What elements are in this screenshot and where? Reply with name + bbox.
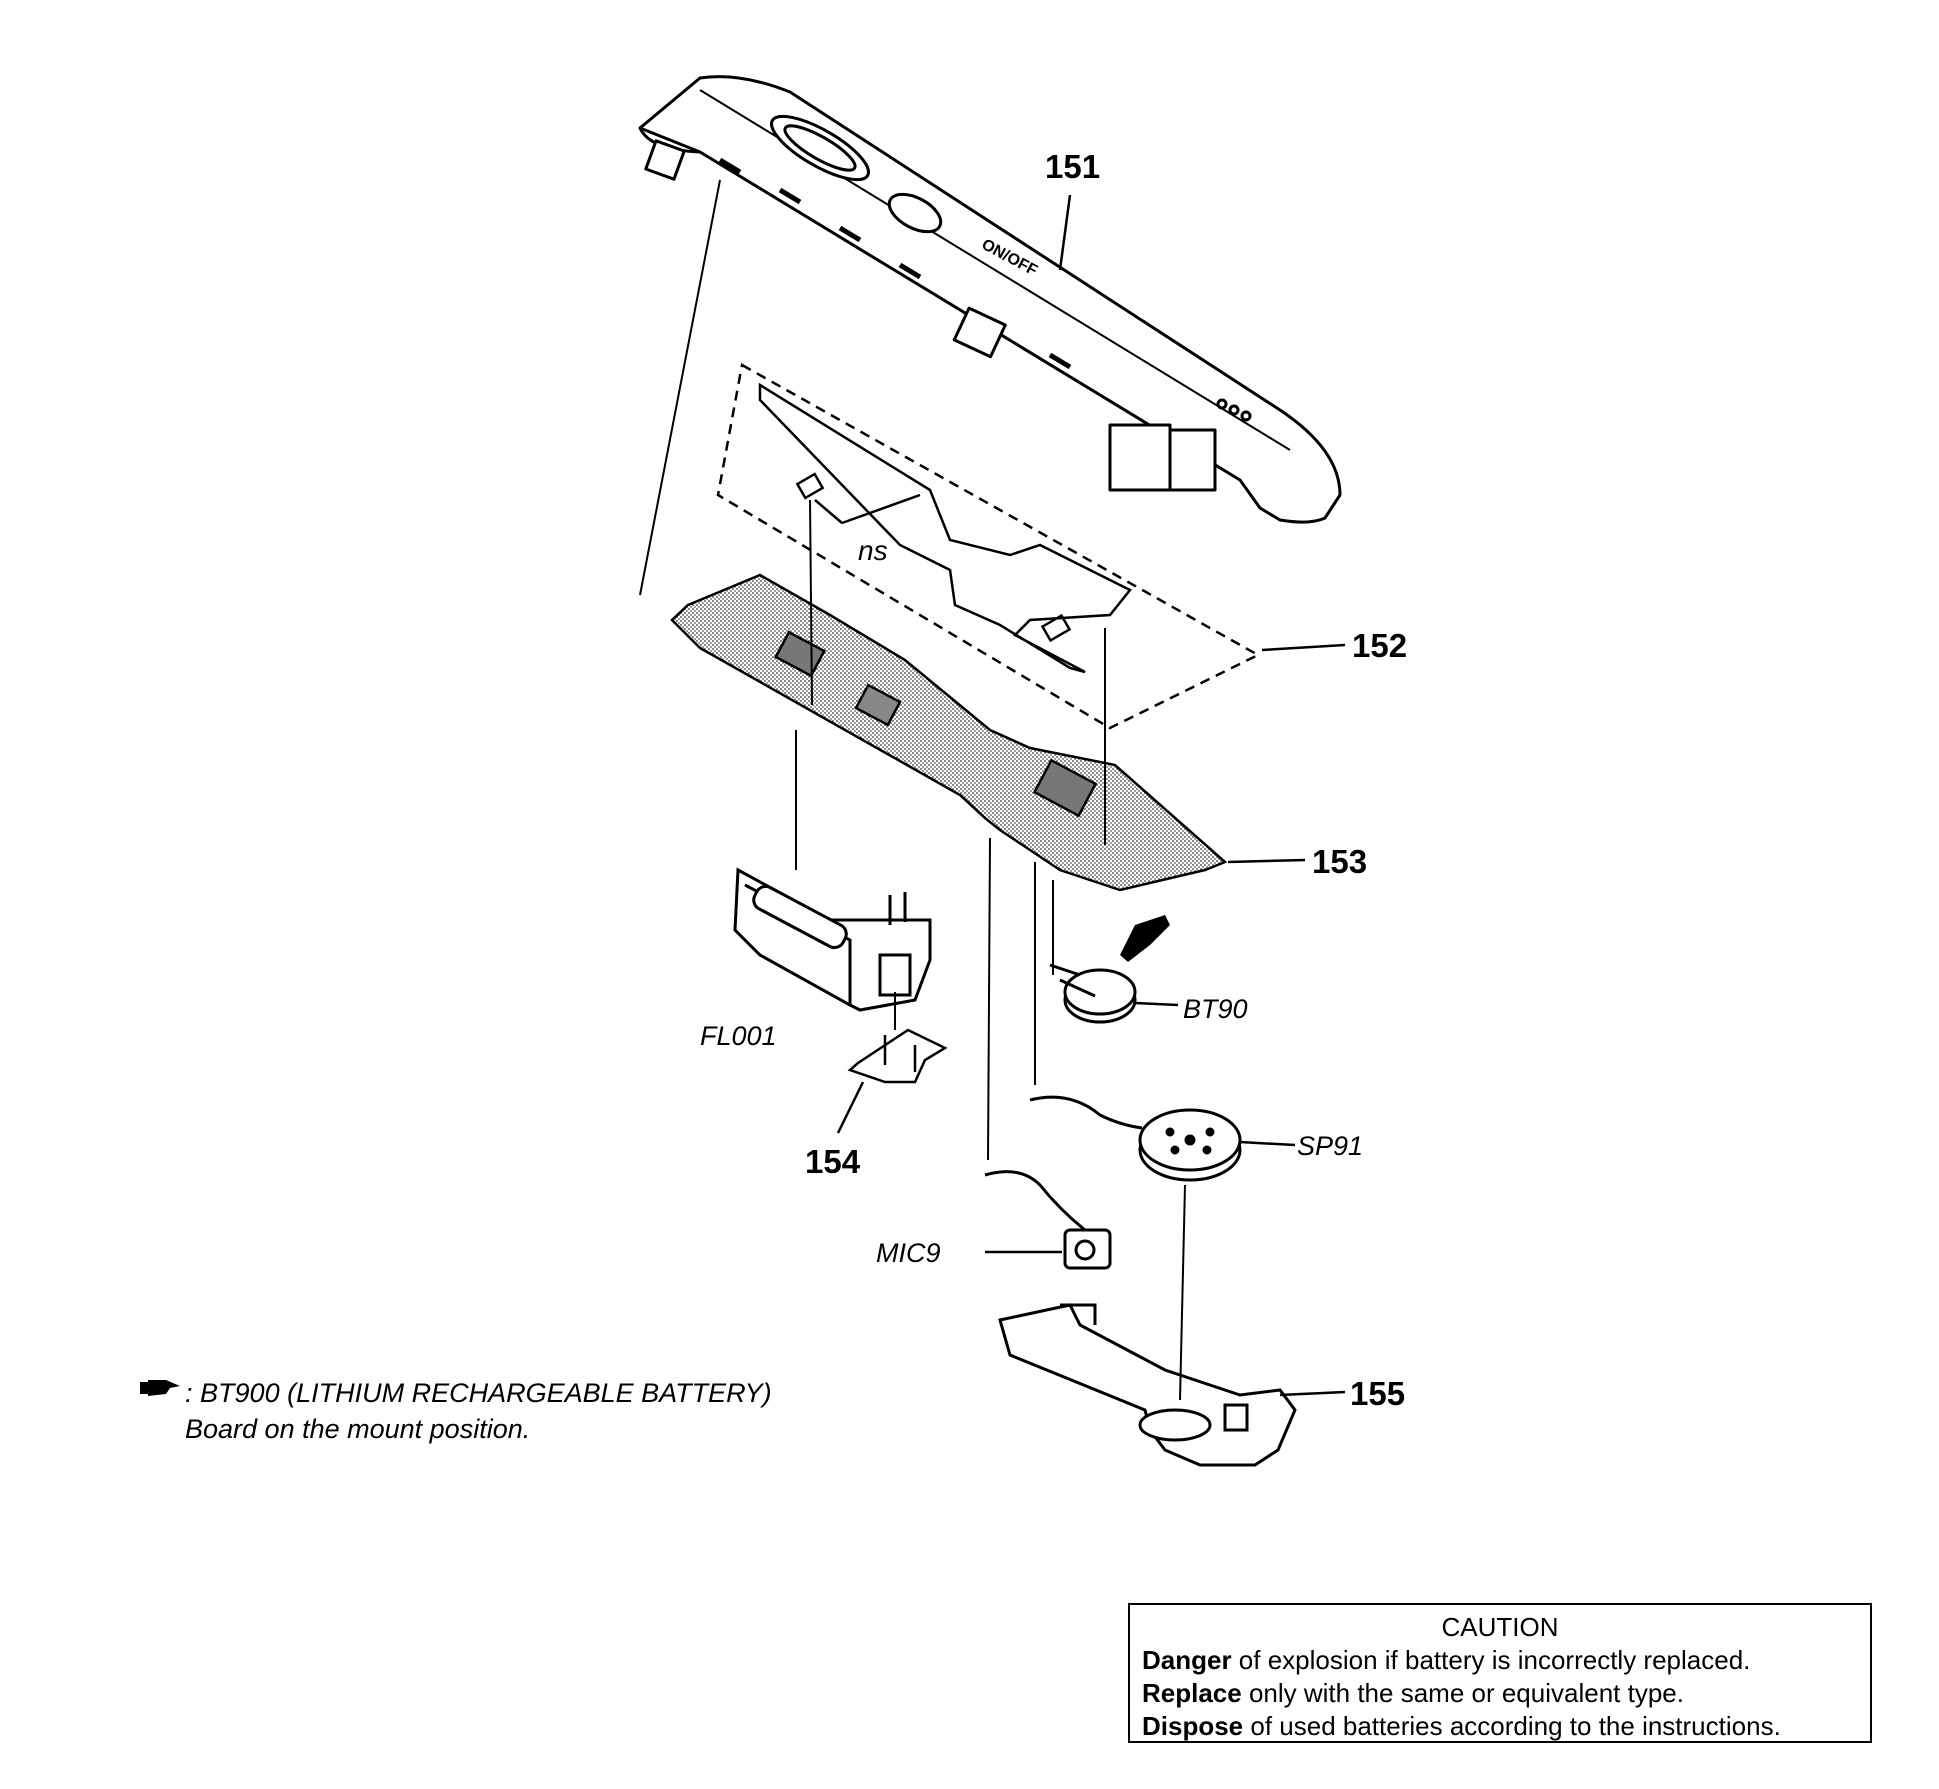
speaker-sp91 — [1029, 1095, 1242, 1182]
microphone-mic9 — [984, 1170, 1112, 1270]
battery-bt90 — [1049, 963, 1137, 1024]
leader-lines — [814, 194, 1346, 1397]
label-bt90: BT90 — [1183, 994, 1248, 1024]
battery-marker-icon — [140, 1380, 180, 1396]
caution-box: CAUTION Danger of explosion if battery i… — [1128, 1603, 1872, 1743]
sheet-group-152 — [716, 363, 1261, 730]
label-151: 151 — [1045, 148, 1100, 185]
label-152: 152 — [1352, 627, 1407, 664]
caution-title: CAUTION — [1441, 1612, 1559, 1642]
label-153: 153 — [1312, 843, 1367, 880]
caution-line-1: Danger of explosion if battery is incorr… — [1142, 1645, 1751, 1675]
label-sp91: SP91 — [1297, 1131, 1363, 1161]
caution-line-2: Replace only with the same or equivalent… — [1142, 1678, 1684, 1708]
caution-line-3: Dispose of used batteries according to t… — [1142, 1711, 1781, 1741]
circuit-board-153 — [670, 573, 1228, 892]
battery-note: : BT900 (LITHIUM RECHARGEABLE BATTERY) B… — [185, 1375, 772, 1447]
label-155: 155 — [1350, 1375, 1405, 1412]
note-separator: : — [185, 1378, 193, 1408]
note-line-1: BT900 (LITHIUM RECHARGEABLE BATTERY) — [200, 1378, 772, 1408]
holder-155 — [998, 1303, 1297, 1467]
label-mic9: MIC9 — [876, 1238, 941, 1268]
note-line-2: Board on the mount position. — [185, 1414, 531, 1444]
sheet-154 — [847, 1028, 948, 1084]
label-154: 154 — [805, 1143, 861, 1180]
label-ns: ns — [858, 535, 888, 566]
pointer-marker-icon — [1120, 915, 1170, 962]
flash-unit-fl001 — [733, 867, 932, 1012]
top-cover-151 — [638, 75, 1342, 524]
label-fl001: FL001 — [700, 1021, 777, 1051]
assembly-lines — [639, 179, 1186, 1401]
